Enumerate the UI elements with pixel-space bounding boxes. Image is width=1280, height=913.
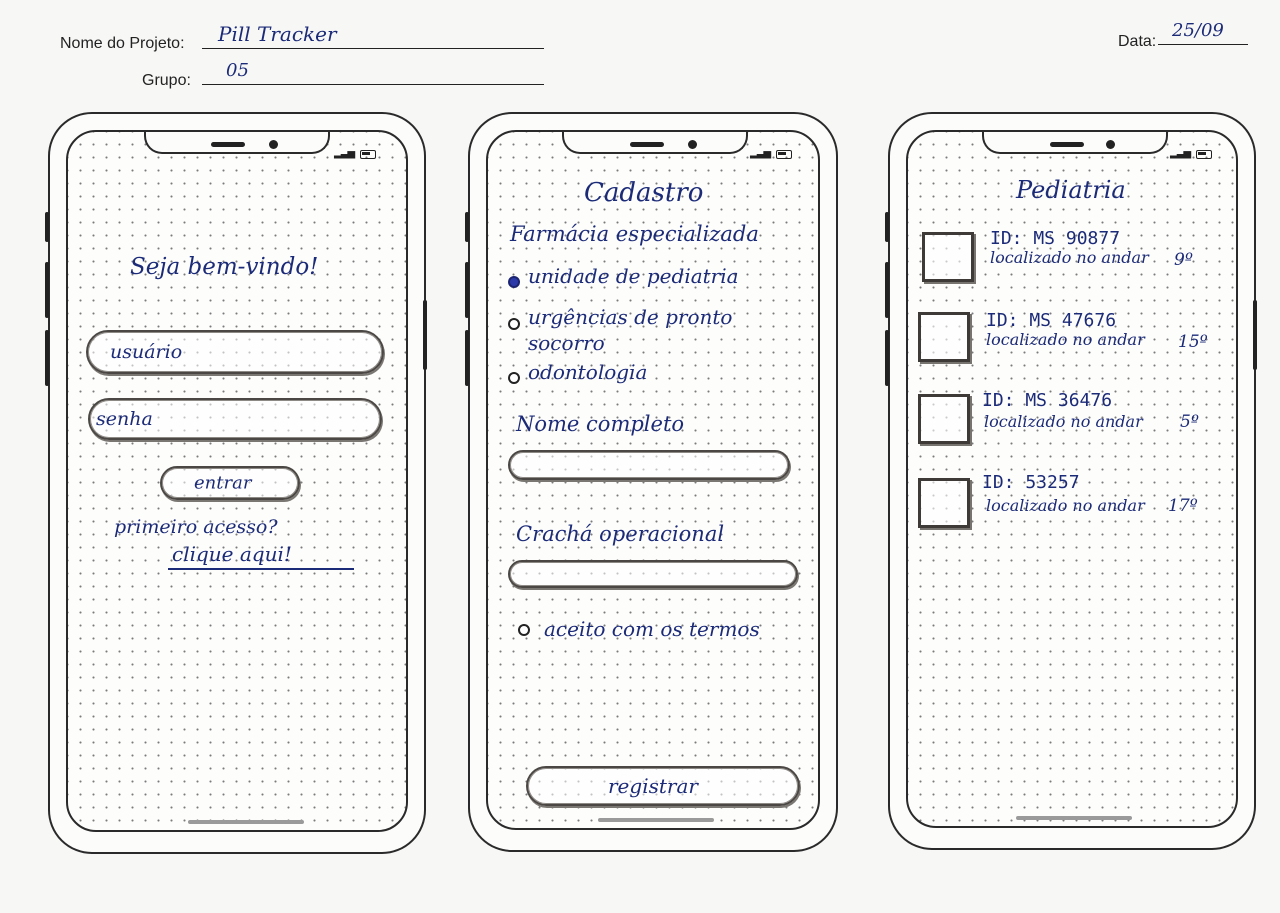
login-screen: ▂▃▅ Seja bem-vindo! usuário senha entrar… (66, 130, 408, 832)
list-item[interactable]: ID: MS 47676 localizado no andar 15º (914, 306, 1220, 368)
terms-label: aceito com os termos (544, 617, 760, 641)
register-button-label: registrar (608, 774, 698, 798)
phone-side-button (885, 212, 889, 242)
signal-icon: ▂▃▅ (1170, 148, 1191, 159)
medicine-thumbnail (918, 478, 970, 528)
password-placeholder: senha (96, 408, 153, 430)
camera (1106, 140, 1115, 149)
badge-label: Crachá operacional (516, 522, 725, 546)
medicine-thumbnail (918, 394, 970, 444)
phone-side-button (885, 262, 889, 318)
fullname-field[interactable] (508, 450, 790, 480)
username-placeholder: usuário (110, 341, 183, 363)
project-value: Pill Tracker (218, 22, 337, 46)
radio-emergency[interactable] (508, 318, 520, 330)
battery-icon (1196, 150, 1212, 159)
group-label: Grupo: (142, 72, 191, 89)
speaker (211, 142, 245, 147)
pediatrics-title: Pediatria (1016, 176, 1126, 204)
click-here-link[interactable]: clique aqui! (172, 542, 292, 566)
phone-side-button (885, 330, 889, 386)
phone-side-button (45, 330, 49, 386)
pharmacy-label: Farmácia especializada (510, 222, 759, 246)
phone-side-button (1253, 300, 1257, 370)
speaker (1050, 142, 1084, 147)
radio-pediatrics[interactable] (508, 276, 520, 288)
item-id: ID: MS 90877 (990, 228, 1121, 249)
speaker (630, 142, 664, 147)
signal-icon: ▂▃▅ (334, 148, 355, 159)
list-item[interactable]: ID: MS 36476 localizado no andar 5º (914, 388, 1220, 450)
battery-icon (360, 150, 376, 159)
item-floor: 17º (1168, 496, 1198, 516)
item-location: localizado no andar (990, 248, 1149, 267)
click-here-underline (168, 568, 354, 570)
medicine-thumbnail (918, 312, 970, 362)
option-dentistry-label: odontologia (528, 360, 648, 384)
medicine-thumbnail (922, 232, 974, 282)
username-field[interactable]: usuário (86, 330, 384, 374)
item-floor: 15º (1178, 332, 1208, 352)
item-location: localizado no andar (986, 496, 1145, 515)
phone-side-button (465, 262, 469, 318)
pediatrics-screen: ▂▃▅ Pediatria ID: MS 90877 localizado no… (906, 130, 1238, 828)
group-line (202, 84, 544, 85)
register-title: Cadastro (584, 178, 704, 208)
radio-dentistry[interactable] (508, 372, 520, 384)
phone-side-button (45, 262, 49, 318)
phone-side-button (423, 300, 427, 370)
camera (269, 140, 278, 149)
phone-side-button (45, 212, 49, 242)
item-location: localizado no andar (986, 330, 1145, 349)
enter-button[interactable]: entrar (160, 466, 300, 500)
option-emergency-label: urgências de pronto socorro (528, 305, 733, 355)
item-location: localizado no andar (984, 412, 1143, 431)
item-floor: 9º (1174, 250, 1193, 270)
project-line (202, 48, 544, 49)
home-indicator (598, 818, 714, 822)
enter-button-label: entrar (194, 472, 252, 494)
camera (688, 140, 697, 149)
item-floor: 5º (1180, 412, 1199, 432)
home-indicator (1016, 816, 1132, 820)
item-id: ID: MS 36476 (982, 390, 1113, 411)
badge-field[interactable] (508, 560, 798, 588)
first-access-text: primeiro acesso? (114, 516, 278, 538)
signal-icon: ▂▃▅ (750, 148, 771, 159)
home-indicator (188, 820, 304, 824)
password-field[interactable]: senha (88, 398, 382, 440)
date-label: Data: (1118, 33, 1157, 50)
list-item[interactable]: ID: MS 90877 localizado no andar 9º (916, 226, 1216, 288)
date-line (1158, 44, 1248, 45)
battery-icon (776, 150, 792, 159)
option-pediatrics-label: unidade de pediatria (528, 264, 739, 288)
project-label: Nome do Projeto: (60, 35, 185, 52)
item-id: ID: MS 47676 (986, 310, 1117, 331)
item-id: ID: 53257 (982, 472, 1080, 493)
group-value: 05 (226, 60, 249, 81)
phone-side-button (465, 212, 469, 242)
register-screen: ▂▃▅ Cadastro Farmácia especializada unid… (486, 130, 820, 830)
date-value: 25/09 (1172, 20, 1224, 41)
terms-checkbox[interactable] (518, 624, 530, 636)
register-button[interactable]: registrar (526, 766, 800, 806)
welcome-text: Seja bem-vindo! (130, 254, 319, 280)
phone-side-button (465, 330, 469, 386)
list-item[interactable]: ID: 53257 localizado no andar 17º (914, 470, 1220, 532)
fullname-label: Nome completo (516, 412, 685, 436)
